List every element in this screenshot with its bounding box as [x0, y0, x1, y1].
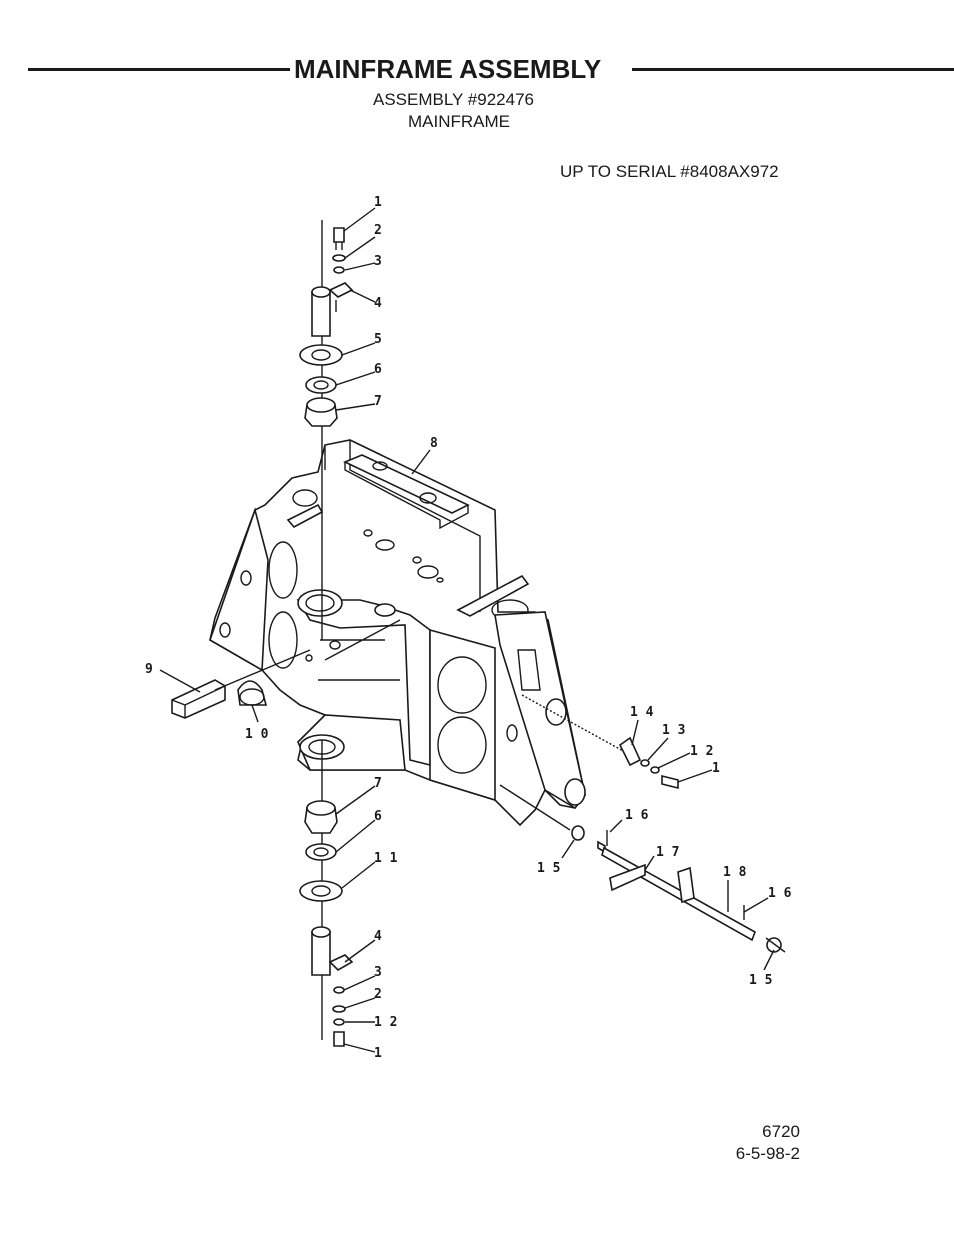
callout-7-top: 7: [374, 394, 382, 409]
callout-17: 1 7: [656, 845, 679, 860]
callout-12-bottom: 1 2: [374, 1015, 397, 1030]
callout-4-bottom: 4: [374, 929, 382, 944]
serial-note: UP TO SERIAL #8408AX972: [560, 162, 779, 181]
callout-2-top: 2: [374, 223, 382, 238]
callout-2-bottom: 2: [374, 987, 382, 1002]
callout-6-bottom: 6: [374, 809, 382, 824]
callout-8: 8: [430, 436, 438, 451]
callout-11: 1 1: [374, 851, 398, 866]
callout-9: 9: [145, 662, 153, 677]
page-title: MAINFRAME ASSEMBLY: [294, 54, 602, 84]
callout-15-b: 1 5: [749, 973, 772, 988]
title-rule-right: [632, 68, 954, 71]
callout-13: 1 3: [662, 723, 685, 738]
callout-3-top: 3: [374, 254, 382, 269]
callout-16-a: 1 6: [625, 808, 649, 823]
callout-3-bottom: 3: [374, 965, 382, 980]
callout-18: 1 8: [723, 865, 747, 880]
date-code: 6-5-98-2: [735, 1144, 800, 1163]
linkage-parts-right: [499, 694, 786, 953]
callout-1-right: 1: [712, 761, 720, 776]
top-stack-parts: [299, 227, 354, 427]
callout-10: 1 0: [245, 727, 269, 742]
mainframe-weldment: [209, 439, 586, 827]
callout-14: 1 4: [630, 705, 654, 720]
callout-12-right: 1 2: [690, 744, 713, 759]
callout-1-bottom: 1: [374, 1046, 382, 1061]
assembly-subtitle: MAINFRAME: [408, 112, 510, 131]
title-rule-left: [28, 68, 290, 71]
callout-6-top: 6: [374, 362, 382, 377]
page-number: 6720: [762, 1122, 800, 1141]
leader-lines: [159, 207, 775, 1053]
callout-7-bottom: 7: [374, 776, 382, 791]
side-parts-left: [171, 649, 311, 719]
bottom-stack-parts: [299, 800, 354, 1047]
callout-15-a: 1 5: [537, 861, 560, 876]
callout-16-b: 1 6: [768, 886, 792, 901]
callout-5: 5: [374, 332, 382, 347]
callout-1-top: 1: [374, 195, 382, 210]
callout-4-top: 4: [374, 296, 382, 311]
assembly-number: ASSEMBLY #922476: [373, 90, 534, 109]
